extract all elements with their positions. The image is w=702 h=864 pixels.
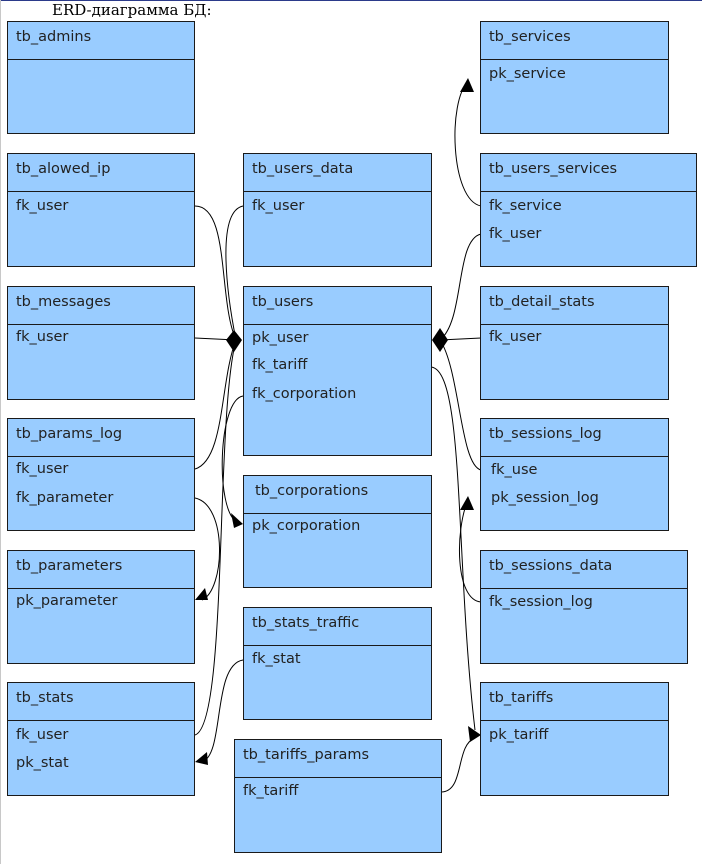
link-sessions-data-sessions-log bbox=[458, 499, 482, 603]
field-fk-parameter: fk_parameter bbox=[16, 490, 114, 506]
table-divider bbox=[481, 456, 668, 457]
table-divider bbox=[8, 191, 194, 192]
field-pk-tariff: pk_tariff bbox=[489, 727, 549, 743]
table-divider bbox=[8, 588, 194, 589]
field-fk-use: fk_use bbox=[491, 462, 538, 478]
table-name: tb_admins bbox=[16, 29, 92, 45]
table-name: tb_users_data bbox=[252, 161, 354, 177]
field-fk-user: fk_user bbox=[16, 198, 69, 214]
field-fk-user: fk_user bbox=[489, 226, 542, 242]
field-fk-service: fk_service bbox=[489, 198, 562, 214]
table-tb-stats-traffic: tb_stats_traffic fk_stat bbox=[243, 607, 432, 720]
table-tb-params-log: tb_params_log fk_user fk_parameter bbox=[7, 418, 195, 531]
table-name: tb_sessions_data bbox=[489, 558, 613, 574]
field-fk-tariff: fk_tariff bbox=[252, 357, 308, 373]
table-name: tb_stats_traffic bbox=[252, 615, 360, 631]
link-users-services-users bbox=[439, 233, 482, 341]
table-divider bbox=[244, 645, 431, 646]
table-tb-users-services: tb_users_services fk_service fk_user bbox=[480, 153, 697, 267]
table-tb-services: tb_services pk_service bbox=[480, 21, 669, 134]
table-tb-users-data: tb_users_data fk_user bbox=[243, 153, 432, 267]
table-divider bbox=[8, 456, 194, 457]
table-tb-sessions-log: tb_sessions_log fk_use pk_session_log bbox=[480, 418, 669, 531]
link-users-corporations bbox=[221, 395, 244, 523]
link-tariffs-params-tariffs bbox=[440, 737, 476, 793]
table-name: tb_services bbox=[489, 29, 571, 45]
field-fk-session-log: fk_session_log bbox=[489, 594, 593, 610]
field-pk-session-log: pk_session_log bbox=[491, 490, 599, 506]
arrow-parameters bbox=[195, 588, 208, 600]
link-params-log-parameters bbox=[194, 497, 220, 601]
table-tb-detail-stats: tb_detail_stats fk_user bbox=[480, 286, 669, 400]
table-name: tb_parameters bbox=[16, 558, 123, 574]
table-tb-corporations: tb_corporations pk_corporation bbox=[243, 475, 432, 588]
table-tb-tariffs-params: tb_tariffs_params fk_tariff bbox=[234, 739, 442, 853]
field-fk-user: fk_user bbox=[489, 329, 542, 345]
field-pk-service: pk_service bbox=[489, 66, 566, 82]
diagram-title: ERD-диаграмма БД: bbox=[52, 1, 212, 19]
field-pk-user: pk_user bbox=[252, 330, 309, 346]
table-divider bbox=[481, 720, 668, 721]
table-divider bbox=[481, 191, 696, 192]
table-name: tb_users_services bbox=[489, 161, 618, 177]
table-tb-tariffs: tb_tariffs pk_tariff bbox=[480, 682, 669, 796]
table-divider bbox=[244, 324, 431, 325]
table-tb-messages: tb_messages fk_user bbox=[7, 286, 195, 400]
arrow-corporations bbox=[231, 513, 243, 528]
table-name: tb_tariffs bbox=[489, 690, 554, 706]
link-users-services-services bbox=[454, 81, 482, 207]
table-name: tb_alowed_ip bbox=[16, 161, 111, 177]
field-pk-parameter: pk_parameter bbox=[16, 593, 118, 609]
field-fk-stat: fk_stat bbox=[252, 651, 301, 667]
link-alowed-ip-users bbox=[194, 205, 237, 341]
page-top-rule bbox=[0, 0, 702, 1]
field-fk-tariff: fk_tariff bbox=[243, 783, 299, 799]
table-name: tb_params_log bbox=[16, 426, 123, 442]
table-divider bbox=[8, 720, 194, 721]
table-name: tb_sessions_log bbox=[489, 426, 602, 442]
table-divider bbox=[8, 324, 194, 325]
arrow-stats bbox=[195, 752, 208, 765]
table-divider bbox=[8, 59, 194, 60]
arrow-sessions-log bbox=[460, 496, 474, 510]
table-divider bbox=[244, 191, 431, 192]
diamond-users-right bbox=[432, 328, 448, 352]
field-fk-corporation: fk_corporation bbox=[252, 386, 357, 402]
field-fk-user: fk_user bbox=[252, 198, 305, 214]
page-left-rule bbox=[0, 0, 1, 864]
table-tb-parameters: tb_parameters pk_parameter bbox=[7, 550, 195, 664]
arrow-services bbox=[460, 78, 474, 92]
field-fk-user: fk_user bbox=[16, 727, 69, 743]
table-tb-alowed-ip: tb_alowed_ip fk_user bbox=[7, 153, 195, 267]
table-tb-stats: tb_stats fk_user pk_stat bbox=[7, 682, 195, 796]
link-detail-stats-users bbox=[439, 337, 482, 341]
field-pk-stat: pk_stat bbox=[16, 755, 69, 771]
field-pk-corporation: pk_corporation bbox=[252, 518, 361, 534]
table-divider bbox=[481, 588, 687, 589]
link-messages-users bbox=[194, 337, 237, 341]
table-name: tb_messages bbox=[16, 294, 111, 310]
diamond-users-left bbox=[226, 330, 242, 352]
link-params-log-users bbox=[194, 339, 237, 470]
table-tb-users: tb_users pk_user fk_tariff fk_corporatio… bbox=[243, 286, 432, 456]
table-name: tb_detail_stats bbox=[489, 294, 595, 310]
table-divider bbox=[235, 777, 441, 778]
link-users-data-users bbox=[225, 205, 244, 341]
field-fk-user: fk_user bbox=[16, 329, 69, 345]
link-users-tariffs bbox=[430, 366, 476, 731]
table-name: tb_users bbox=[252, 294, 314, 310]
table-name: tb_corporations bbox=[255, 483, 369, 499]
field-fk-user: fk_user bbox=[16, 461, 69, 477]
table-divider bbox=[244, 513, 431, 514]
table-divider bbox=[481, 59, 668, 60]
table-tb-admins: tb_admins bbox=[7, 21, 195, 134]
table-tb-sessions-data: tb_sessions_data fk_session_log bbox=[480, 550, 688, 664]
link-sessions-log-users bbox=[439, 339, 482, 471]
table-name: tb_tariffs_params bbox=[243, 747, 370, 763]
table-name: tb_stats bbox=[16, 690, 74, 706]
link-stats-users bbox=[194, 339, 237, 736]
table-divider bbox=[481, 324, 668, 325]
